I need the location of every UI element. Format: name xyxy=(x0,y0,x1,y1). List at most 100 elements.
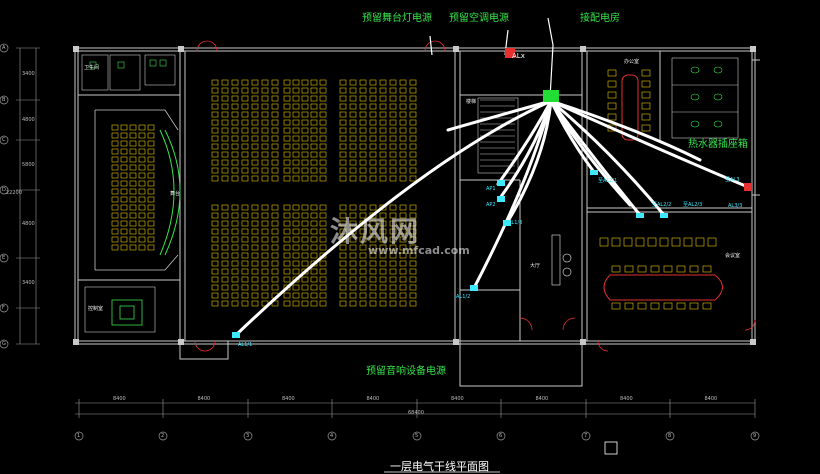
chair xyxy=(624,265,634,273)
seat xyxy=(221,87,229,94)
trunk-cable xyxy=(505,99,553,225)
seat xyxy=(349,143,357,150)
hall-equipment xyxy=(551,234,572,286)
seat xyxy=(211,175,219,182)
seat xyxy=(359,127,367,134)
seat xyxy=(251,95,259,102)
seat xyxy=(283,135,291,142)
seat xyxy=(231,284,239,291)
seat xyxy=(409,95,417,102)
seat xyxy=(211,103,219,110)
seat xyxy=(339,204,347,211)
seat xyxy=(211,244,219,251)
seat xyxy=(283,228,291,235)
seat xyxy=(241,127,249,134)
seat xyxy=(379,212,387,219)
seat xyxy=(211,300,219,307)
seat xyxy=(389,159,397,166)
seat xyxy=(129,124,137,131)
seat xyxy=(147,236,155,243)
seat xyxy=(147,220,155,227)
seat xyxy=(283,151,291,158)
seat xyxy=(111,244,119,251)
bay-dimension: 8400 xyxy=(620,396,633,402)
seat xyxy=(292,159,300,166)
panel-al2-2 xyxy=(636,213,644,218)
seat xyxy=(310,87,318,94)
seat xyxy=(251,228,259,235)
row-dimension: 4800 xyxy=(22,221,35,227)
control-room-furniture xyxy=(111,299,143,326)
seat xyxy=(359,79,367,86)
seat xyxy=(369,103,377,110)
seat xyxy=(241,268,249,275)
bay-dimension: 8400 xyxy=(282,396,295,402)
seat xyxy=(283,95,291,102)
seat xyxy=(292,236,300,243)
seat xyxy=(349,268,357,275)
chair xyxy=(623,237,633,247)
seat xyxy=(147,196,155,203)
seat xyxy=(409,236,417,243)
seat xyxy=(301,300,309,307)
axis-bubble xyxy=(496,431,506,441)
seat xyxy=(379,292,387,299)
chair xyxy=(624,302,634,310)
seat xyxy=(241,244,249,251)
callout-ac-power: 预留空调电源 xyxy=(449,13,509,24)
seat xyxy=(349,127,357,134)
seat xyxy=(138,132,146,139)
plumbing-fixtures xyxy=(89,59,723,128)
seat xyxy=(339,276,347,283)
seat xyxy=(120,220,128,227)
seat xyxy=(369,244,377,251)
axis-label-column: 7 xyxy=(584,433,588,439)
seat xyxy=(409,135,417,142)
seat xyxy=(138,156,146,163)
seat xyxy=(292,228,300,235)
chair xyxy=(607,69,617,77)
seat xyxy=(389,228,397,235)
seat xyxy=(379,204,387,211)
seat xyxy=(301,111,309,118)
seat xyxy=(349,87,357,94)
seat xyxy=(147,244,155,251)
stage-area xyxy=(159,129,181,256)
seat xyxy=(349,167,357,174)
seat xyxy=(221,228,229,235)
seat xyxy=(409,244,417,251)
seat xyxy=(138,164,146,171)
seat xyxy=(339,159,347,166)
seat xyxy=(283,119,291,126)
panel-boxes xyxy=(232,48,752,338)
seat xyxy=(389,292,397,299)
seat xyxy=(399,95,407,102)
seat xyxy=(359,119,367,126)
seat xyxy=(129,180,137,187)
seat xyxy=(221,119,229,126)
seat xyxy=(221,135,229,142)
seat xyxy=(211,212,219,219)
seat xyxy=(389,252,397,259)
seat xyxy=(271,79,279,86)
seat xyxy=(261,212,269,219)
seat xyxy=(369,175,377,182)
seat xyxy=(241,167,249,174)
seat xyxy=(349,212,357,219)
seat xyxy=(271,143,279,150)
seat xyxy=(147,228,155,235)
seat xyxy=(138,212,146,219)
seat xyxy=(339,87,347,94)
seat xyxy=(221,260,229,267)
seat xyxy=(369,79,377,86)
seat xyxy=(349,220,357,227)
seat xyxy=(129,172,137,179)
chair xyxy=(676,302,686,310)
seat xyxy=(359,111,367,118)
seat xyxy=(211,151,219,158)
axis-bubble xyxy=(158,431,168,441)
seat xyxy=(231,204,239,211)
seat xyxy=(349,95,357,102)
seat xyxy=(379,167,387,174)
row-dimension: 3400 xyxy=(22,280,35,286)
